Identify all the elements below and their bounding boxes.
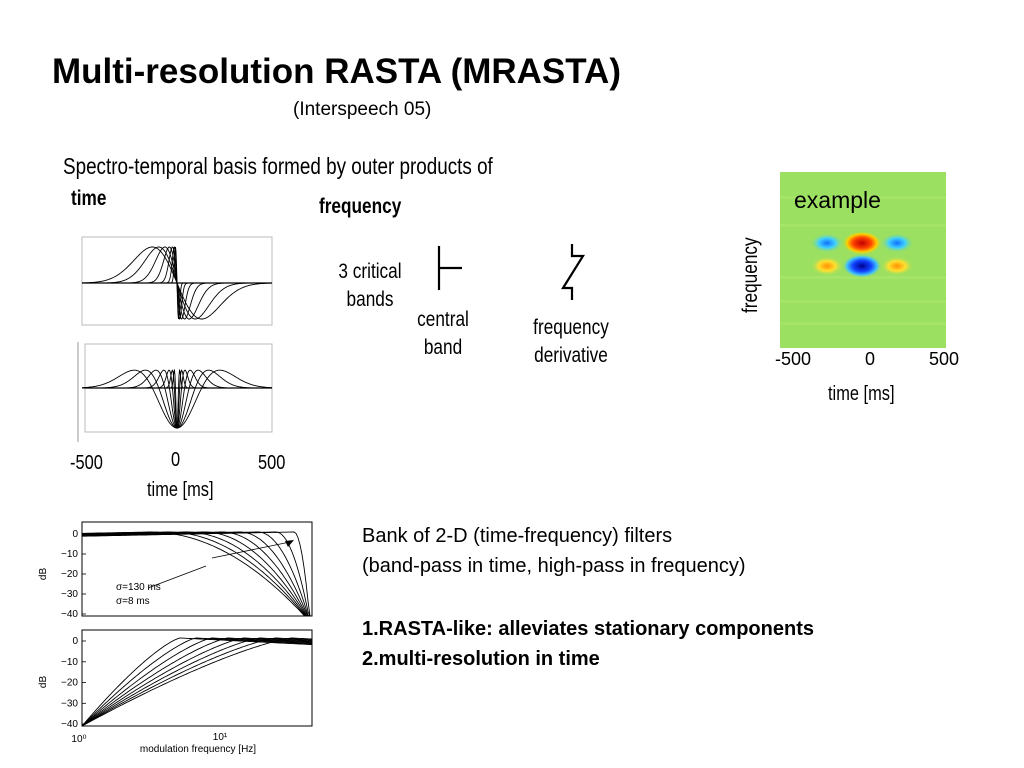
slide-subtitle: (Interspeech 05) — [293, 99, 432, 120]
time-tick-center: 0 — [171, 449, 181, 471]
sigma-8-annotation: σ=8 ms — [116, 596, 150, 607]
response-plot-bottom: 0 −10 −20 −30 −40 dB 10⁰ 10¹ modulation freq… — [38, 629, 313, 755]
response-curve — [81, 637, 313, 727]
frequency-derivative-line2: derivative — [534, 344, 608, 367]
frequency-derivative-text: frequency derivative — [532, 314, 609, 370]
critical-bands-text: 3 critical bands — [337, 258, 403, 314]
db-tick: −10 — [61, 657, 78, 668]
frequency-derivative-symbol — [561, 244, 585, 300]
example-xtick-center: 0 — [865, 349, 876, 369]
response-plot-top: 0 −10 −20 −30 −40 dB σ=130 ms σ=8 ms — [38, 521, 313, 620]
time-tick-left: -500 — [70, 452, 103, 474]
db-tick: −10 — [61, 549, 78, 560]
gaussian-plot — [77, 342, 273, 442]
time-tick-right: 500 — [258, 452, 286, 474]
bank-line2: (band-pass in time, high-pass in frequen… — [362, 555, 746, 577]
first-derivative-plot — [81, 236, 273, 326]
time-label: time — [71, 187, 107, 210]
frequency-response-plots: 0 −10 −20 −30 −40 dB σ=130 ms σ=8 ms 0 −10 −20… — [38, 521, 313, 755]
response-curve — [81, 637, 313, 727]
central-band-symbol — [437, 246, 462, 290]
critical-bands-line2: bands — [346, 288, 394, 311]
db-tick: −30 — [61, 589, 78, 600]
db-tick: −30 — [61, 698, 78, 709]
example-label: example — [794, 187, 881, 213]
response-curve — [81, 637, 313, 727]
point-1: 1.RASTA-like: alleviates stationary comp… — [362, 618, 814, 640]
point-2: 2.multi-resolution in time — [362, 648, 600, 670]
bottom-xlabel: modulation frequency [Hz] — [140, 744, 256, 755]
xtick-10-1: 10¹ — [213, 732, 228, 743]
example-heatmap — [780, 172, 946, 348]
gaussian-curve — [81, 369, 273, 429]
db-tick: −40 — [61, 719, 78, 730]
example-ylabel: frequency — [739, 237, 762, 313]
db-tick: −20 — [61, 569, 78, 580]
frequency-label: frequency — [319, 195, 402, 218]
response-curve — [81, 637, 313, 727]
response-curve — [82, 531, 312, 617]
example-xtick-left: -500 — [775, 349, 812, 369]
central-band-line1: central — [417, 308, 469, 331]
critical-bands-line1: 3 critical — [338, 260, 402, 283]
sigma-130-annotation: σ=130 ms — [116, 582, 161, 593]
db-tick: −20 — [61, 678, 78, 689]
frequency-derivative-line1: frequency — [533, 316, 609, 339]
response-curve — [81, 637, 313, 727]
db-tick: 0 — [72, 636, 78, 647]
derivative-curve — [81, 246, 273, 320]
slide-title: Multi-resolution RASTA (MRASTA) — [52, 52, 621, 91]
time-filter-plots — [77, 236, 273, 442]
bottom-ylabel: dB — [38, 676, 49, 689]
response-curve — [81, 637, 313, 727]
db-tick: −40 — [61, 609, 78, 620]
xtick-10-0: 10⁰ — [71, 734, 86, 745]
top-ylabel: dB — [38, 568, 49, 581]
central-band-text: central band — [411, 306, 475, 362]
example-xlabel: time [ms] — [828, 383, 895, 405]
intro-text: Spectro-temporal basis formed by outer p… — [63, 153, 493, 179]
example-xtick-right: 500 — [929, 349, 960, 369]
time-axis-label: time [ms] — [147, 479, 214, 501]
central-band-line2: band — [423, 336, 463, 359]
db-tick: 0 — [72, 529, 78, 540]
bank-line1: Bank of 2-D (time-frequency) filters — [362, 525, 673, 547]
